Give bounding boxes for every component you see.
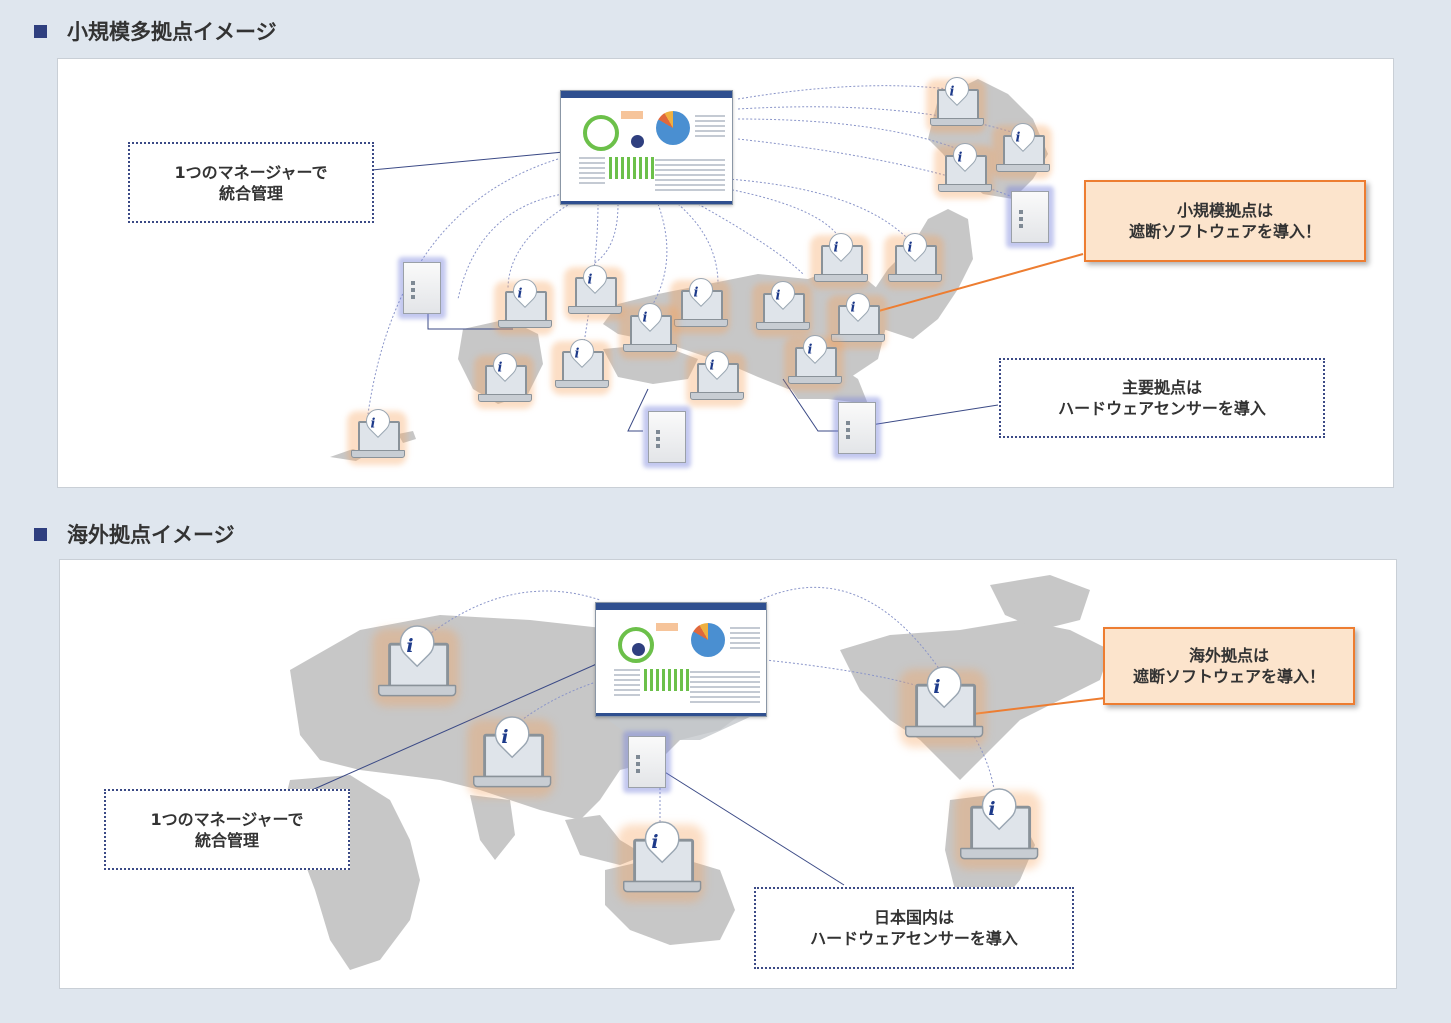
callout-line: 1つのマネージャーで [174, 162, 328, 182]
callout-line: 小規模拠点は [1176, 201, 1273, 220]
callout-line: 統合管理 [218, 183, 283, 203]
laptop-endpoint-icon: i [884, 228, 944, 289]
callout-line: 1つのマネージャーで [150, 809, 304, 829]
dashboard-table-right [655, 159, 725, 194]
callout-line: 海外拠点は [1188, 646, 1269, 665]
laptop-endpoint-icon: i [564, 260, 624, 321]
callout-line: 日本国内は [873, 908, 954, 927]
dashboard-footer-bar [561, 201, 732, 204]
manager-dashboard-screenshot [560, 90, 733, 205]
dashboard-alert-box [656, 623, 678, 631]
dashboard-legend [695, 115, 725, 140]
section-title-text: 小規模多拠点イメージ [67, 20, 277, 44]
callout-line: ハードウェアセンサーを導入 [1058, 399, 1266, 418]
dashboard-table-right [690, 671, 760, 706]
dashboard-links [367, 85, 1019, 415]
dashboard-table-left [614, 669, 640, 699]
dashboard-footer-bar [596, 713, 766, 716]
section-title-small-sites: 小規模多拠点イメージ [34, 16, 277, 46]
laptop-endpoint-icon: i [784, 330, 844, 391]
laptop-endpoint-icon: i [810, 228, 870, 289]
dashboard-alert-box [621, 111, 643, 119]
callout-software: 海外拠点は 遮断ソフトウェアを導入！ [1103, 627, 1355, 705]
laptop-endpoint-icon: i [926, 72, 986, 133]
section-title-text: 海外拠点イメージ [67, 523, 235, 547]
dashboard-pie-chart [691, 623, 725, 657]
callout-hardware: 主要拠点は ハードウェアセンサーを導入 [999, 358, 1325, 438]
callout-line: 遮断ソフトウェアを導入！ [1128, 222, 1321, 241]
laptop-endpoint-icon: i [934, 138, 994, 199]
dashboard-donut-chart [583, 115, 619, 151]
hardware-sensor-icon [643, 406, 691, 468]
laptop-endpoint-icon: i [347, 404, 407, 465]
laptop-endpoint-icon: i [617, 814, 705, 903]
laptop-endpoint-icon: i [551, 334, 611, 395]
dashboard-connector-dot [630, 641, 647, 658]
connector-lines [311, 646, 845, 886]
laptop-endpoint-icon: i [619, 298, 679, 359]
manager-dashboard-screenshot [595, 602, 767, 717]
orange-connector-line [849, 253, 1084, 320]
laptop-endpoint-icon: i [954, 781, 1042, 870]
dashboard-header-bar [561, 91, 732, 98]
laptop-endpoint-icon: i [494, 274, 554, 335]
callout-line: 遮断ソフトウェアを導入！ [1132, 667, 1325, 686]
panel-overseas: i i i i i 1つのマネージャーで 統合管理 海外拠点は 遮断ソフトウェア… [59, 559, 1397, 989]
callout-line: 統合管理 [194, 830, 259, 850]
laptop-endpoint-icon: i [474, 348, 534, 409]
dashboard-donut-chart [618, 627, 654, 663]
dashboard-bar-chart [609, 155, 654, 179]
callout-software: 小規模拠点は 遮断ソフトウェアを導入！ [1084, 180, 1366, 262]
section-title-overseas: 海外拠点イメージ [34, 519, 235, 549]
panel-small-sites: i i i i i i i i i i i i i i i i 1つのマネージャ… [57, 58, 1394, 488]
hardware-sensor-icon [623, 731, 671, 793]
callout-line: ハードウェアセンサーを導入 [810, 929, 1018, 948]
laptop-endpoint-icon: i [686, 346, 746, 407]
callout-hardware: 日本国内は ハードウェアセンサーを導入 [754, 887, 1074, 969]
dashboard-zoom-wedge [595, 710, 765, 740]
hardware-sensor-icon [398, 257, 446, 319]
dashboard-connector-dot [629, 133, 646, 150]
dashboard-pie-chart [656, 111, 690, 145]
laptop-endpoint-icon: i [899, 659, 987, 748]
hardware-sensor-icon [833, 397, 881, 459]
callout-manager: 1つのマネージャーで 統合管理 [104, 789, 350, 870]
laptop-endpoint-icon: i [372, 618, 460, 707]
dashboard-bar-chart [644, 667, 689, 691]
bullet-square-icon [34, 527, 47, 541]
laptop-endpoint-icon: i [752, 276, 812, 337]
laptop-endpoint-icon: i [827, 288, 887, 349]
callout-manager: 1つのマネージャーで 統合管理 [128, 142, 374, 223]
dashboard-table-left [579, 157, 605, 187]
hardware-sensor-icon [1006, 186, 1054, 248]
callout-line: 主要拠点は [1121, 378, 1202, 397]
dashboard-legend [730, 627, 760, 652]
bullet-square-icon [34, 24, 47, 38]
dashboard-header-bar [596, 603, 766, 610]
laptop-endpoint-icon: i [467, 709, 555, 798]
laptop-endpoint-icon: i [670, 273, 730, 334]
laptop-endpoint-icon: i [992, 118, 1052, 179]
